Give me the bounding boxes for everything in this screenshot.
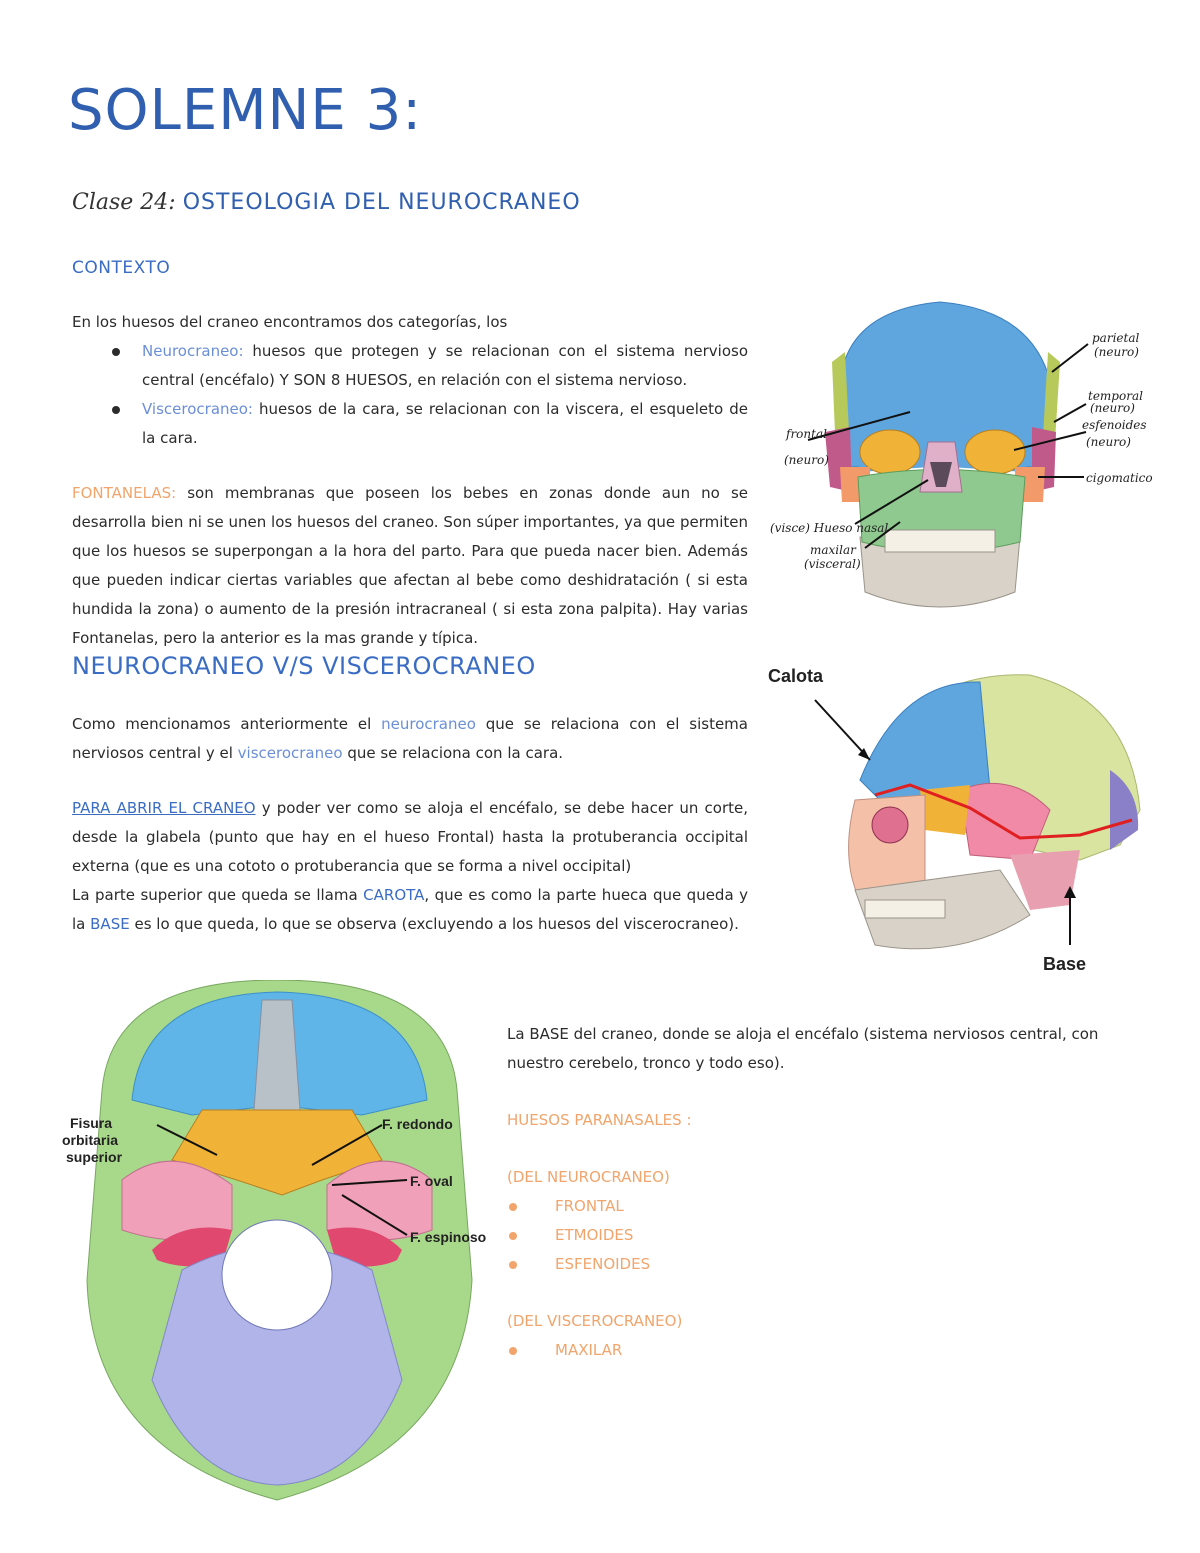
open-skull-paragraph: PARA ABRIR EL CRANEO y poder ver como se… <box>72 794 748 881</box>
neurocraneo-term: Neurocraneo: <box>142 342 244 360</box>
base-paragraph: La BASE del craneo, donde se aloja el en… <box>507 1025 1099 1072</box>
comparison-heading: NEUROCRANEO V/S VISCEROCRANEO <box>72 652 536 680</box>
text-run: La parte superior que queda se llama <box>72 886 364 904</box>
text-run: es lo que queda, lo que se observa (excl… <box>129 915 739 933</box>
label-maxilar: maxilar <box>810 543 857 557</box>
base-term: BASE <box>90 915 130 933</box>
text-run: que se relaciona con el sistema nervioso… <box>72 715 748 762</box>
text-run: Como mencionamos anteriormente el <box>72 715 382 733</box>
fontanelas-text: son membranas que poseen los bebes en zo… <box>72 484 748 647</box>
label-cigomatico: cigomatico <box>1086 471 1153 485</box>
carota-paragraph: La parte superior que queda se llama CAR… <box>72 881 748 939</box>
neurocraneo-desc: huesos que protegen y se relacionan con … <box>142 342 748 389</box>
list-item: MAXILAR <box>507 1336 907 1365</box>
viscero-paranasal-heading: (DEL VISCEROCRANEO) <box>507 1312 683 1330</box>
label-base: Base <box>1043 954 1086 974</box>
label-calota: Calota <box>768 666 824 686</box>
comparison-block: Como mencionamos anteriormente el neuroc… <box>72 710 748 939</box>
label-maxilar-sub: (visceral) <box>804 557 861 571</box>
list-item: FRONTAL <box>507 1192 907 1221</box>
label-fisura-3: superior <box>66 1149 123 1165</box>
list-item: ETMOIDES <box>507 1221 907 1250</box>
text-run: , que es como la parte hueca que queda y… <box>72 886 748 933</box>
viscerocraneo-desc: huesos de la cara, se relacionan con la … <box>142 400 748 447</box>
neuro-paranasal-heading: (DEL NEUROCRANEO) <box>507 1168 670 1186</box>
open-skull-lead: PARA ABRIR EL CRANEO <box>72 799 256 817</box>
skull-front-figure: parietal (neuro) temporal (neuro) esfeno… <box>770 292 1160 622</box>
class-number: Clase 24: <box>72 190 176 215</box>
cranial-base-illustration: Fisura orbitaria superior F. redondo F. … <box>62 980 486 1501</box>
label-parietal: parietal <box>1092 331 1139 345</box>
class-heading: Clase 24: OSTEOLOGIA DEL NEUROCRANEO <box>72 190 581 215</box>
viscero-paranasal-list: MAXILAR <box>507 1336 907 1365</box>
skull-lateral-figure: Calota Base <box>760 660 1160 980</box>
skull-front-illustration: parietal (neuro) temporal (neuro) esfeno… <box>770 301 1153 608</box>
label-parietal-sub: (neuro) <box>1094 345 1139 359</box>
page-title: SOLEMNE 3: <box>68 78 423 143</box>
label-nasal: (visce) Hueso nasal <box>770 521 888 535</box>
label-f-redondo: F. redondo <box>382 1116 453 1132</box>
label-esfenoides: esfenoides <box>1082 418 1147 432</box>
contexto-intro: En los huesos del craneo encontramos dos… <box>72 313 508 331</box>
list-item: Neurocraneo: huesos que protegen y se re… <box>72 337 748 395</box>
label-temporal: temporal <box>1088 389 1143 403</box>
label-temporal-sub: (neuro) <box>1090 401 1135 415</box>
cranial-base-figure: Fisura orbitaria superior F. redondo F. … <box>62 980 492 1510</box>
viscerocraneo-ref: viscerocraneo <box>237 744 343 762</box>
contexto-block: En los huesos del craneo encontramos dos… <box>72 308 748 653</box>
list-item: ESFENOIDES <box>507 1250 907 1279</box>
label-frontal-sub: (neuro) <box>784 453 829 467</box>
label-f-espinoso: F. espinoso <box>410 1229 486 1245</box>
skull-lateral-illustration: Calota Base <box>768 666 1141 974</box>
paranasales-block: HUESOS PARANASALES : (DEL NEUROCRANEO) F… <box>507 1106 907 1365</box>
fontanelas-paragraph: FONTANELAS: son membranas que poseen los… <box>72 479 748 653</box>
label-fisura-1: Fisura <box>70 1115 112 1131</box>
list-item: Viscerocraneo: huesos de la cara, se rel… <box>72 395 748 453</box>
label-fisura-2: orbitaria <box>62 1132 118 1148</box>
class-title: OSTEOLOGIA DEL NEUROCRANEO <box>182 190 581 215</box>
label-esfenoides-sub: (neuro) <box>1086 435 1131 449</box>
fontanelas-term: FONTANELAS: <box>72 484 177 502</box>
label-frontal: frontal <box>785 427 827 441</box>
paranasales-heading: HUESOS PARANASALES : <box>507 1111 692 1129</box>
contexto-heading: CONTEXTO <box>72 258 171 278</box>
neuro-paranasal-list: FRONTAL ETMOIDES ESFENOIDES <box>507 1192 907 1279</box>
comparison-paragraph: Como mencionamos anteriormente el neuroc… <box>72 710 748 768</box>
category-list: Neurocraneo: huesos que protegen y se re… <box>72 337 748 453</box>
text-run: que se relaciona con la cara. <box>342 744 564 762</box>
text-run: y poder ver como se aloja el encéfalo, s… <box>72 799 749 875</box>
carota-term: CAROTA <box>363 886 425 904</box>
neurocraneo-ref: neurocraneo <box>381 715 476 733</box>
label-f-oval: F. oval <box>410 1173 453 1189</box>
viscerocraneo-term: Viscerocraneo: <box>142 400 253 418</box>
